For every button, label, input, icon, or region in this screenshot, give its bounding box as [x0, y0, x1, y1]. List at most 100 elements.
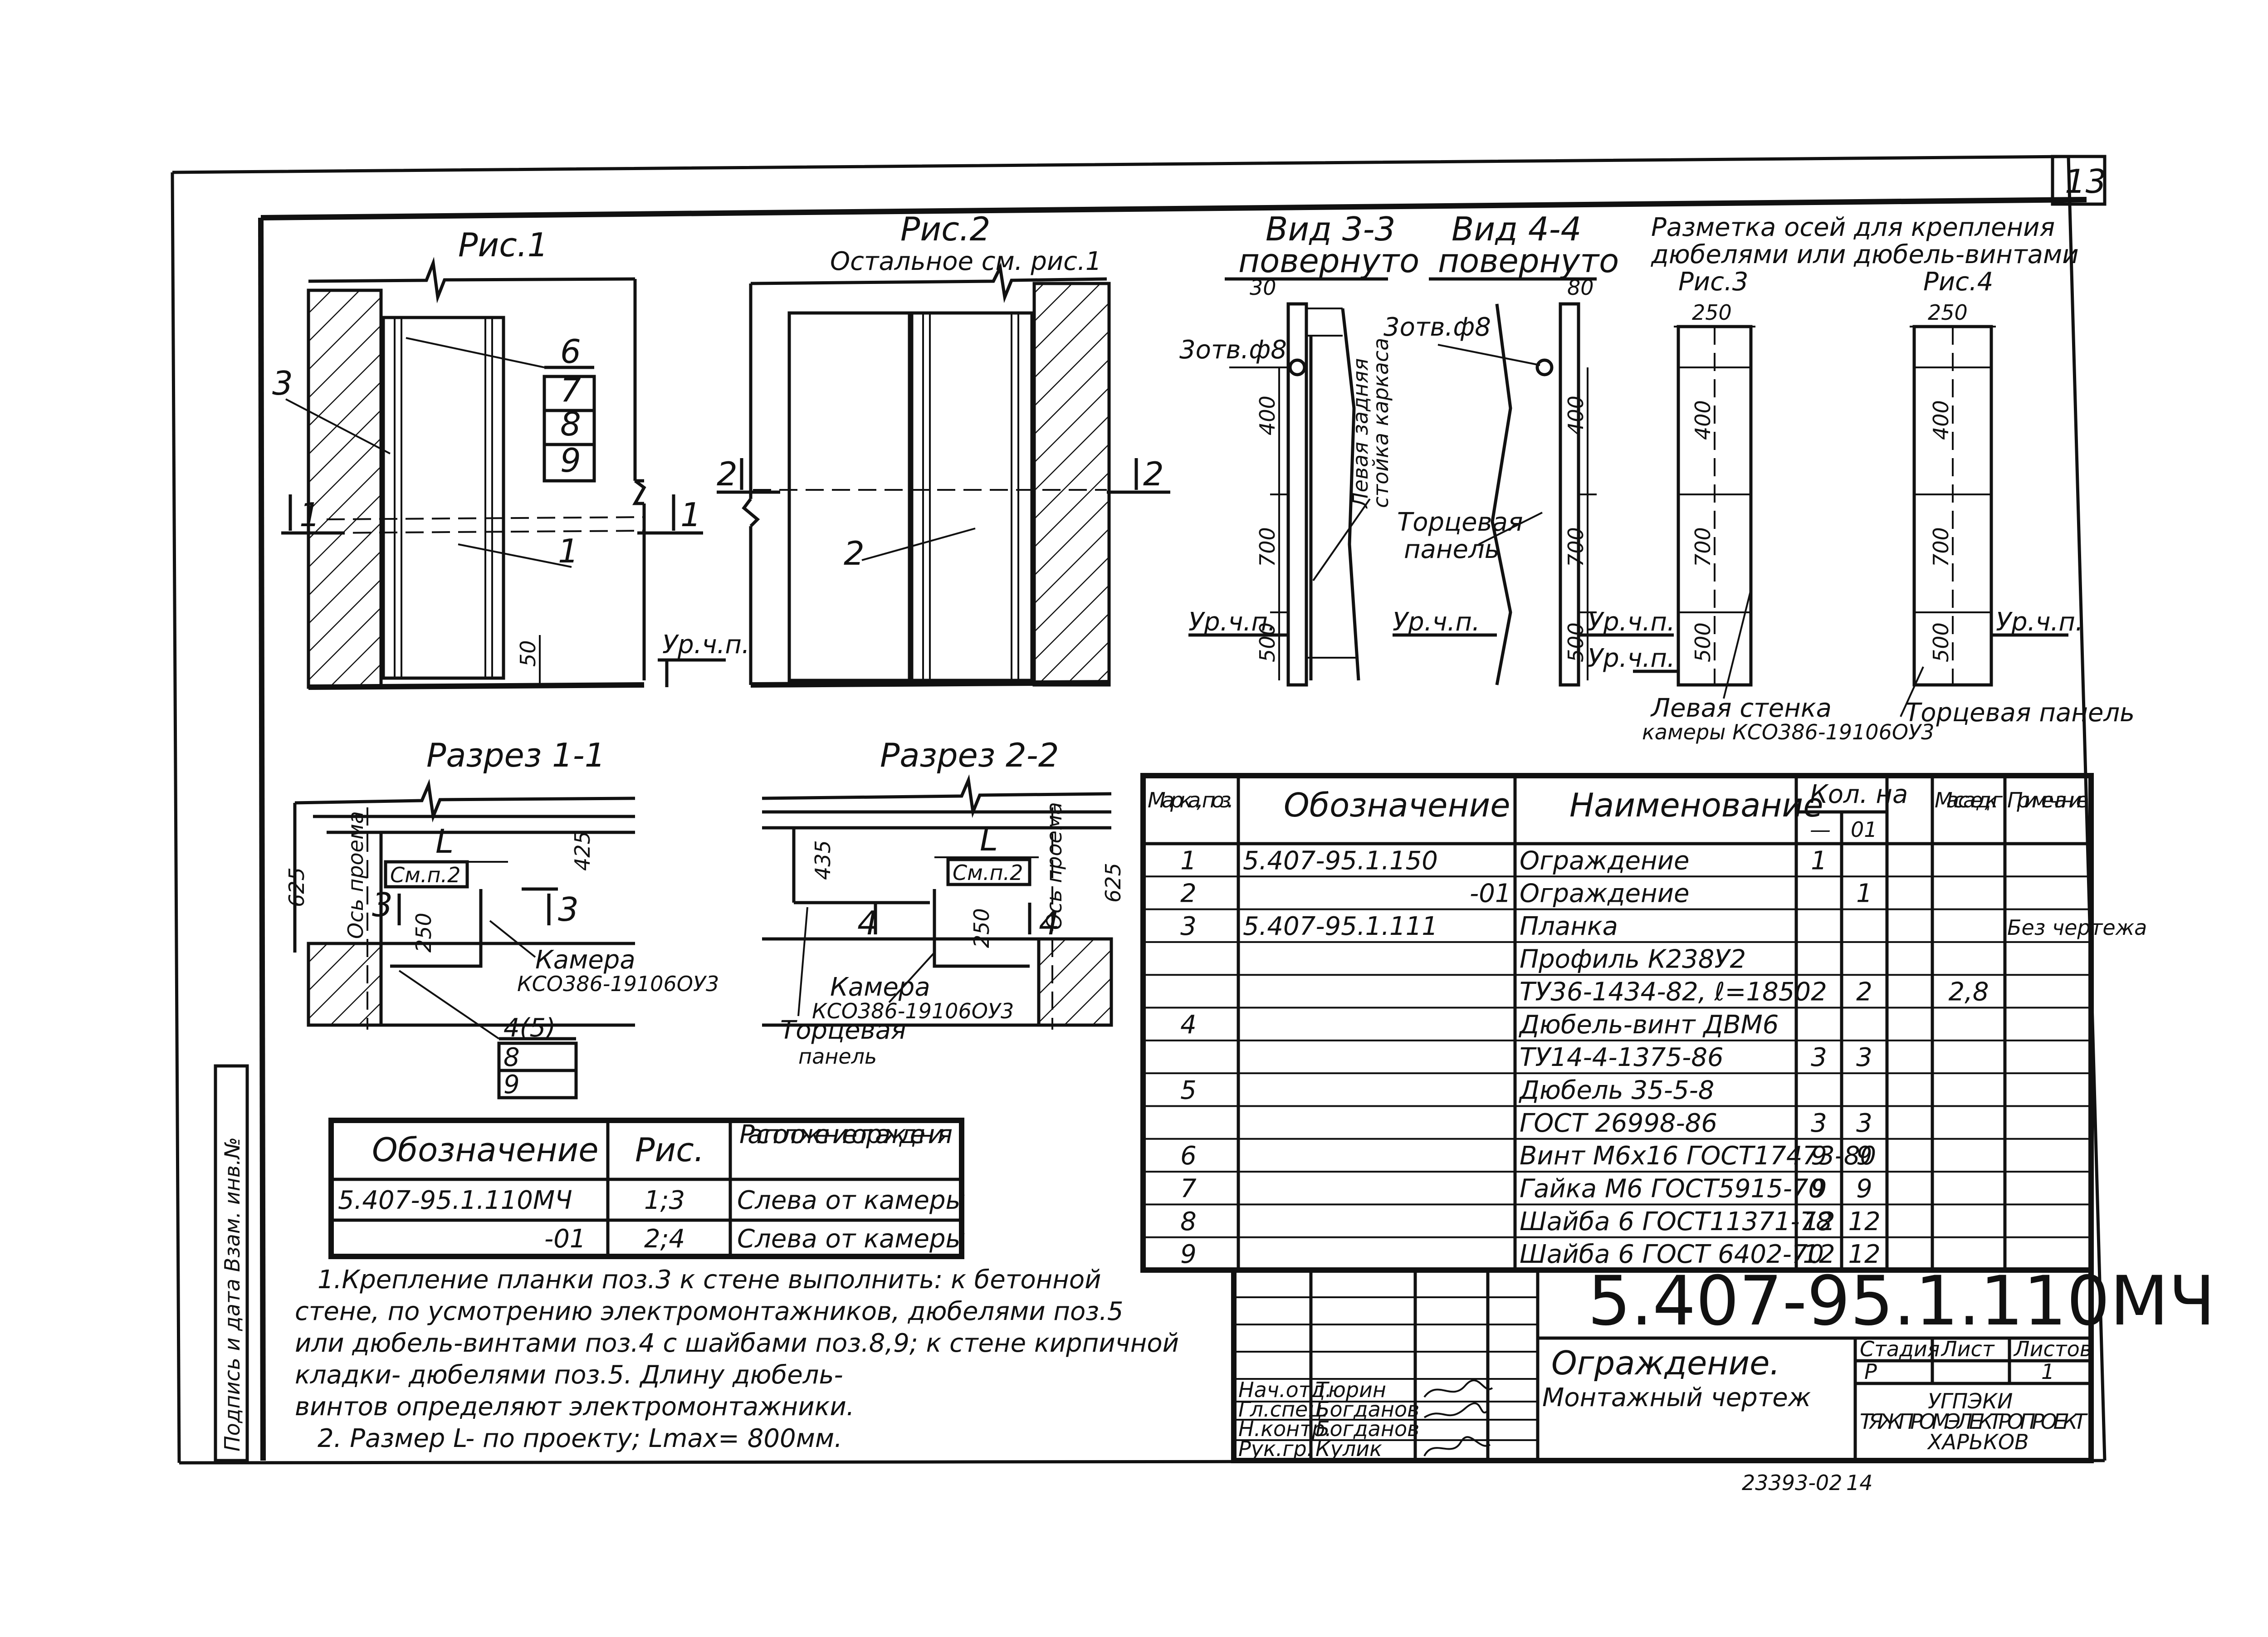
sheet-label: Лист [1941, 1337, 1995, 1361]
spec-cell-name: Дюбель-винт ДВМ6 [1518, 1010, 1779, 1040]
signature-1 [1423, 1379, 1493, 1398]
spec-header-qty-1: 01 [1851, 817, 1877, 842]
spec-cell-note: Без чертежа [2007, 915, 2147, 940]
spec-cell-mark: 9 [1180, 1240, 1197, 1269]
spec-header-mass: Масса ед, кг [1935, 788, 2003, 812]
spec-cell-name: Планка [1520, 912, 1618, 941]
spec-cell-name: Винт М6х16 ГОСТ17473-80 [1520, 1141, 1876, 1171]
name-4: Кулик [1315, 1437, 1382, 1461]
section11-dim-425: 425 [570, 831, 595, 871]
spec-header-name: Наименование [1569, 786, 1823, 824]
markup-title-1: Разметка осей для крепления [1651, 213, 2055, 242]
fig1-fence-panel [381, 316, 505, 680]
stage-value: Р [1864, 1359, 1877, 1384]
spec-cell-name: ТУ14-4-1375-86 [1520, 1043, 1724, 1072]
spec-cell-q1: 3 [1856, 1109, 1872, 1138]
section22-wall [1037, 937, 1113, 1027]
section11-callout-8: 8 [503, 1043, 520, 1072]
notes: 1.Крепление планки поз.3 к стене выполни… [295, 1265, 1179, 1453]
role-3: Н.контр. [1238, 1417, 1332, 1441]
section22-chamber-2: КСО386-19106ОУ3 [812, 999, 1014, 1023]
view-3-3: Вид 3-3 повернуто 30 3отв.ф8 400 700 500… [1179, 210, 1419, 687]
view44-dim-400: 400 [1564, 396, 1588, 435]
section-2-2: Разрез 2-2 435 625 Ось проема L См.п.2 2… [762, 736, 1125, 1069]
section22-chamber-1: Камера [830, 972, 930, 1002]
spec-cell-q0: 12 [1803, 1207, 1835, 1236]
spec-cell-q1: 12 [1848, 1240, 1880, 1269]
spec-cell-designation: 5.407-95.1.150 [1243, 846, 1438, 875]
section22-dim-625: 625 [1101, 863, 1125, 903]
section-1-1: Разрез 1-1 625 Ось проема L См.п.2 425 2… [284, 736, 719, 1099]
view33-dim-700: 700 [1255, 527, 1280, 567]
note-1-line-2: стене, по усмотрению электромонтажников,… [295, 1297, 1124, 1326]
name-2: Богданов [1315, 1397, 1419, 1422]
section11-chamber-2: КСО386-19106ОУ3 [517, 972, 719, 996]
section11-callout-45: 4(5) [503, 1013, 556, 1043]
fig2-wall [1032, 282, 1111, 687]
drawing-code: 5.407-95.1.110МЧ [1588, 1262, 2215, 1341]
spec-cell-mark: 4 [1180, 1010, 1197, 1040]
spec-cell-mark: 1 [1180, 846, 1197, 875]
spec-cell-name: Шайба 6 ГОСТ11371-78 [1520, 1207, 1832, 1236]
stage-label: Стадия [1860, 1337, 1940, 1361]
view44-dim-700: 700 [1564, 527, 1588, 567]
section22-dim-435: 435 [811, 840, 835, 880]
role-1: Нач.отд. [1238, 1378, 1332, 1402]
variants-row1-fig: 1;3 [644, 1186, 685, 1215]
view44-panel-label-2: панель [1404, 535, 1500, 564]
note-1-line-1: 1.Крепление планки поз.3 к стене выполни… [318, 1265, 1101, 1295]
note-1-line-5: винтов определяют электромонтажники. [295, 1392, 855, 1422]
fig3-dim-500: 500 [1691, 622, 1715, 662]
spec-cell-q0: 3 [1811, 1109, 1827, 1138]
spec-cell-q0: 12 [1803, 1240, 1835, 1269]
spec-cell-q1: 12 [1848, 1207, 1880, 1236]
fig4-dim-700: 700 [1929, 527, 1953, 567]
fig1-section-right: 1 [680, 496, 701, 534]
fig4-end-panel: Торцевая панель [1905, 698, 2135, 728]
org-line-2: ТЯЖПРОМЭЛЕКТРОПРОЕКТ [1860, 1409, 2088, 1434]
view33-dim-30: 30 [1250, 275, 1276, 300]
view33-dim-500: 500 [1255, 622, 1280, 662]
section22-see: См.п.2 [953, 860, 1023, 885]
section22-axis: Ось проема [1042, 802, 1066, 930]
figure-1: Рис.1 6 7 8 9 3 1 1 1 [272, 226, 750, 690]
view33-subtitle: повернуто [1238, 242, 1419, 280]
section11-see: См.п.2 [390, 863, 460, 887]
view33-dim-400: 400 [1255, 396, 1280, 435]
fig4-floor: Ур.ч.п. [1996, 607, 2083, 637]
section22-panel-1: Торцевая [780, 1016, 906, 1045]
spec-cell-q1: 9 [1856, 1141, 1872, 1171]
fig3-floor: Ур.ч.п. [1588, 644, 1675, 673]
fig4-title: Рис.4 [1923, 267, 1993, 297]
fig3-title: Рис.3 [1678, 267, 1748, 297]
signature-2 [1423, 1402, 1489, 1418]
note-2: 2. Размер L- по проекту; Lmax= 800мм. [318, 1424, 842, 1453]
drawing-title-1: Ограждение. [1551, 1344, 1780, 1382]
variants-table: Обозначение Рис. Расположение ограждения… [328, 1118, 966, 1259]
fig3-dim-700: 700 [1691, 527, 1715, 567]
spec-cell-q0: 3 [1811, 1043, 1827, 1072]
axis-markup: Разметка осей для крепления дюбелями или… [1588, 213, 2135, 744]
fig1-title: Рис.1 [458, 226, 548, 264]
view-4-4: Вид 4-4 повернуто 80 3отв.ф8 400 700 500… [1383, 210, 1675, 687]
spec-cell-mark: 8 [1180, 1207, 1197, 1236]
view33-vertical-label-2: стойка каркаса [1369, 338, 1393, 508]
section11-title: Разрез 1-1 [426, 736, 606, 774]
fig4-dim-400: 400 [1929, 400, 1953, 440]
title-block: 5.407-95.1.110МЧ Ограждение. Монтажный ч… [1231, 1262, 2215, 1463]
name-1: Тюрин [1315, 1378, 1386, 1402]
page-number: 13 [2065, 162, 2107, 200]
variants-header-fig: Рис. [635, 1131, 704, 1169]
spec-cell-q0: 1 [1811, 846, 1827, 875]
fig2-fence-panel [910, 311, 1034, 682]
spec-cell-q0: 9 [1811, 1141, 1827, 1171]
spec-cell-name: ТУ36-1434-82, ℓ=1850 [1520, 977, 1811, 1007]
fig1-callout-6: 6 [560, 332, 581, 371]
view44-dim-500: 500 [1564, 622, 1588, 662]
spec-cell-name: ГОСТ 26998-86 [1520, 1109, 1717, 1138]
note-1-line-3: или дюбель-винтами поз.4 с шайбами поз.8… [295, 1329, 1179, 1358]
spec-cell-name: Шайба 6 ГОСТ 6402-70 [1520, 1240, 1824, 1269]
fig2-section-left: 2 [717, 455, 738, 493]
